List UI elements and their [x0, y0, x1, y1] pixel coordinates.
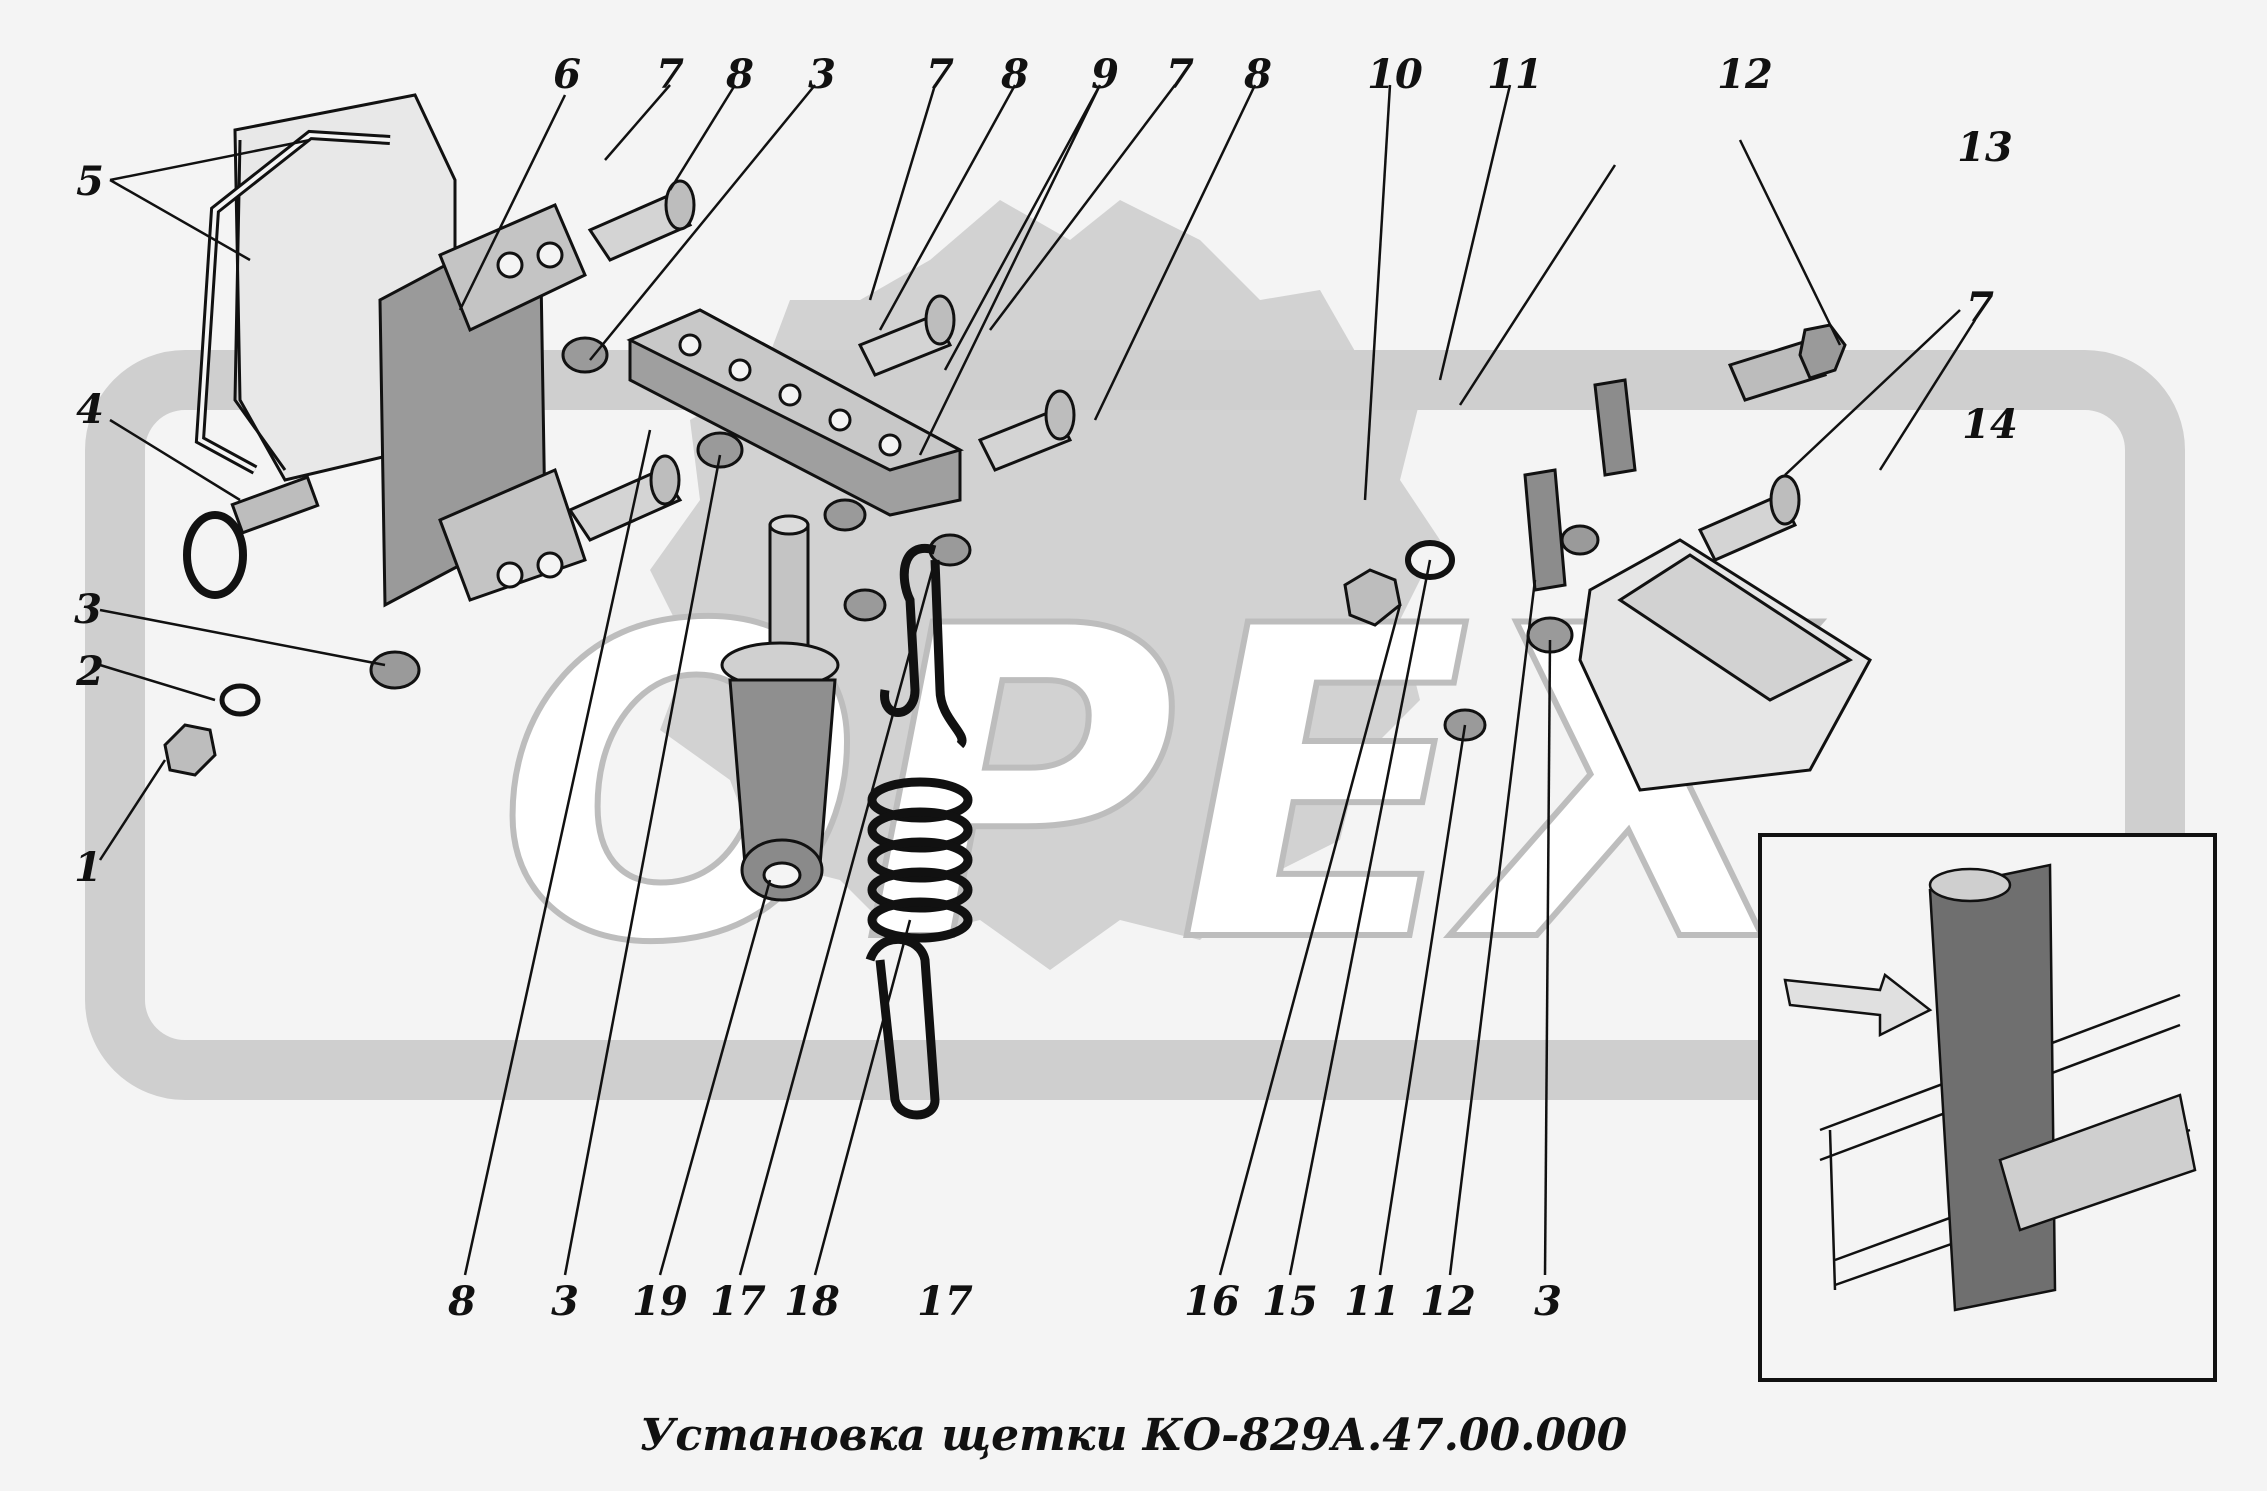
callout-18: 18	[784, 1278, 840, 1325]
callout-3-left: 3	[74, 586, 102, 633]
callout-16: 16	[1184, 1278, 1240, 1325]
callout-17-b: 17	[917, 1278, 973, 1325]
callout-2: 2	[76, 648, 104, 695]
s-hook-lower	[865, 934, 940, 1120]
callout-5: 5	[76, 158, 104, 205]
callout-3-bottom: 3	[551, 1278, 579, 1325]
spring	[867, 777, 973, 943]
callout-10: 10	[1367, 51, 1423, 98]
callout-11-top: 11	[1487, 51, 1543, 98]
nut-left	[163, 723, 217, 777]
callout-8-a: 8	[726, 51, 754, 98]
callout-11-bottom: 11	[1344, 1278, 1400, 1325]
callout-8-bottom: 8	[448, 1278, 476, 1325]
callout-1: 1	[74, 844, 102, 891]
bolt	[1727, 323, 1847, 402]
callout-7-b: 7	[926, 51, 954, 98]
plates	[1523, 378, 1637, 592]
callout-7-c: 7	[1166, 51, 1194, 98]
callout-7-d: 7	[1966, 284, 1994, 331]
lock-pin	[183, 475, 320, 599]
brush-shoe	[1578, 538, 1872, 792]
callout-6: 6	[553, 51, 581, 98]
washer-2	[219, 683, 261, 717]
callout-15: 15	[1262, 1278, 1318, 1325]
inset-pointer	[1783, 972, 1933, 1038]
link-bars	[626, 308, 964, 517]
callout-17-a: 17	[710, 1278, 766, 1325]
callout-13: 13	[1957, 124, 2013, 171]
callout-7-a: 7	[656, 51, 684, 98]
inset-view	[1758, 833, 2217, 1382]
callout-3-right: 3	[1534, 1278, 1562, 1325]
callout-8-c: 8	[1244, 51, 1272, 98]
parts	[163, 93, 1872, 1120]
leader-lines	[98, 84, 1977, 1276]
callout-8-b: 8	[1001, 51, 1029, 98]
diagram-caption: Установка щетки КО-829А.47.00.000	[639, 1410, 1628, 1461]
callout-3-top: 3	[808, 51, 836, 98]
callout-4: 4	[76, 386, 104, 433]
bracket-plate	[378, 203, 587, 608]
pins	[567, 179, 1801, 562]
shock-absorber	[720, 514, 840, 902]
callout-12-top: 12	[1717, 51, 1773, 98]
callout-14: 14	[1962, 401, 2018, 448]
watermark-plate	[85, 350, 2185, 1100]
callout-19: 19	[632, 1278, 688, 1325]
washer-3-left	[369, 650, 421, 690]
callout-9: 9	[1091, 51, 1119, 98]
callout-12-bottom: 12	[1420, 1278, 1476, 1325]
